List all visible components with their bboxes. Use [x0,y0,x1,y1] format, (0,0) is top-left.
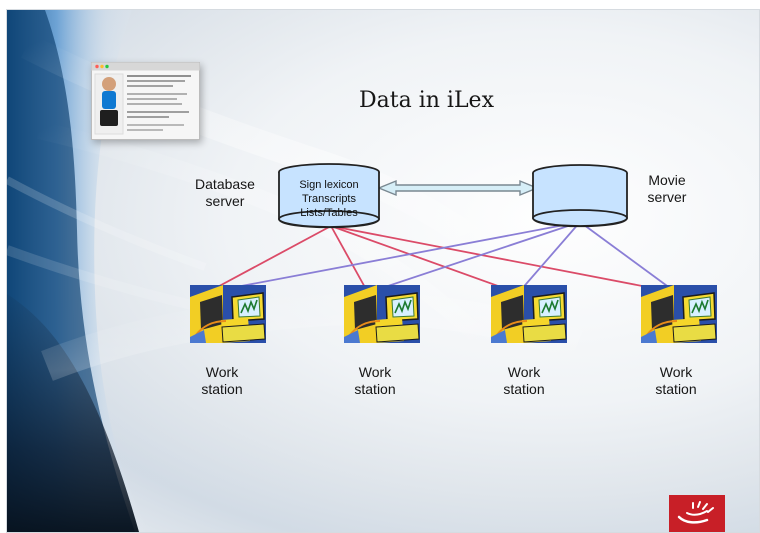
workstation-1-icon [190,285,266,343]
workstation-4-label-line-1: Work [659,364,693,380]
page-title: Data in iLex [359,88,494,113]
workstation-3-icon [491,285,567,343]
workstation-2-label-line-1: Work [358,364,392,380]
movie-to-workstation-3-link [519,221,581,292]
movie-server-label: Movie server [632,172,702,206]
workstation-3-label-line-1: Work [507,364,541,380]
workstation-4-icon [641,285,717,343]
movie-to-workstation-2-link [372,221,581,292]
database-to-workstation-1-link [209,225,332,292]
database-to-workstation-4-link [330,225,669,292]
movie-server-label-line-1: Movie [648,172,686,188]
movie-links [214,221,675,292]
institution-logo [669,495,725,532]
database-server-label-line-2: server [205,193,245,209]
workstation-4-label-line-2: station [655,381,697,397]
workstation-2-label-line-2: station [354,381,396,397]
workstation-2-label: Work station [340,364,410,398]
database-cylinder [278,163,380,229]
diagram-slide: Data in iLex [6,9,760,533]
workstation-1-label-line-1: Work [205,364,239,380]
workstation-2-icon [344,285,420,343]
workstation-1-label: Work station [187,364,257,398]
database-content-transcripts: Transcripts [302,193,356,205]
movie-server-label-line-2: server [647,189,687,205]
database-content-lists-tables: Lists/Tables [300,207,358,219]
database-links [209,225,669,292]
workstation-4-label: Work station [641,364,711,398]
software-screenshot-thumbnail [91,62,200,140]
workstation-3-label-line-2: station [503,381,545,397]
double-arrow [377,179,539,197]
database-server-label-line-1: Database [195,176,255,192]
movie-to-workstation-1-link [214,221,581,292]
workstation-3-label: Work station [489,364,559,398]
database-to-workstation-3-link [330,225,513,292]
database-content-sign-lexicon: Sign lexicon [299,179,359,191]
movie-cylinder [532,164,628,228]
network-diagram [190,163,717,343]
database-to-workstation-2-link [330,225,368,292]
database-contents: Sign lexicon Transcripts Lists/Tables [280,178,378,220]
database-server-label: Database server [190,176,260,210]
workstation-1-label-line-2: station [201,381,243,397]
movie-to-workstation-4-link [579,221,675,292]
